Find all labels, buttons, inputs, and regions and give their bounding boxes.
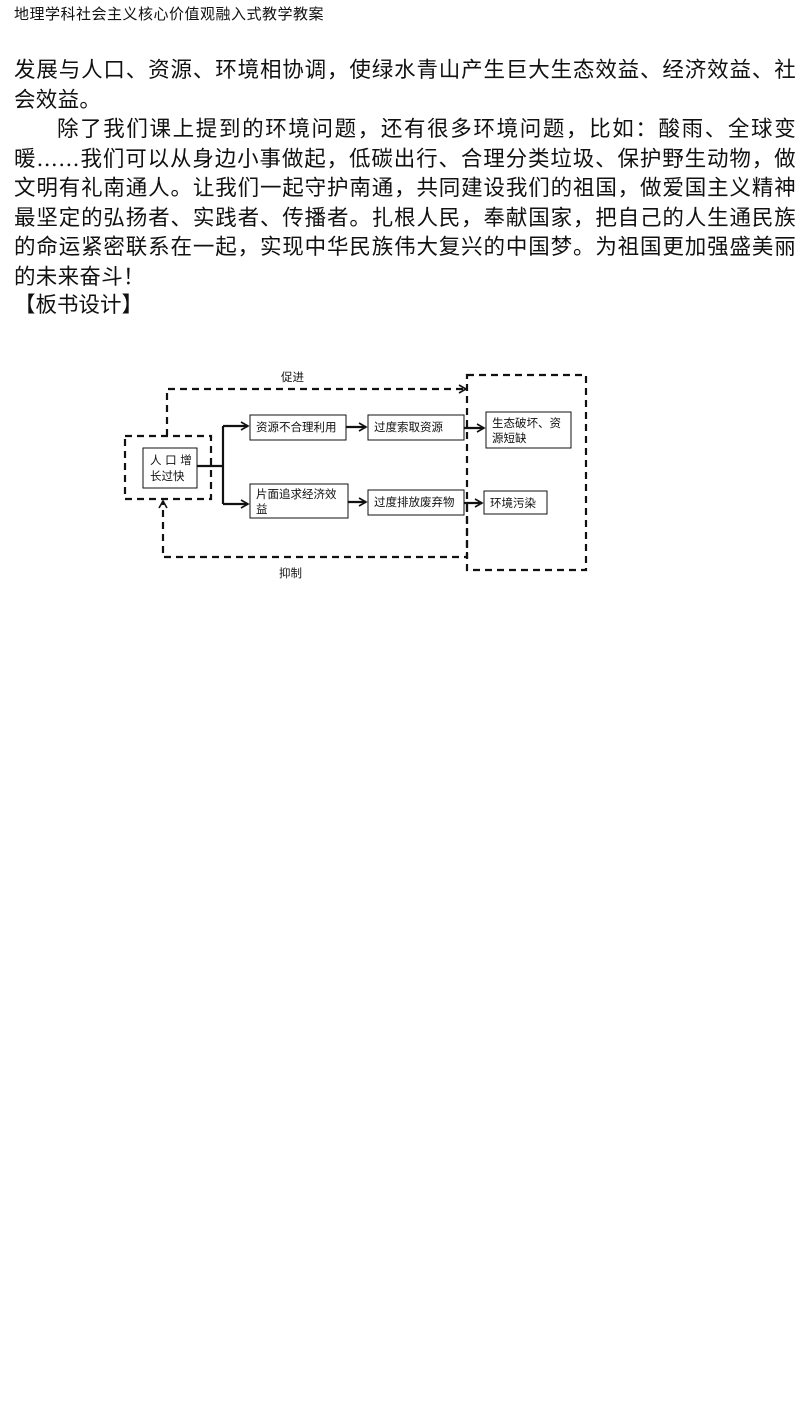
node-ecological-damage: 生态破坏、资 源短缺: [485, 411, 572, 449]
node-excessive-waste-discharge-label: 过度排放废弃物: [374, 495, 455, 509]
node-ecological-damage-line2: 源短缺: [492, 431, 527, 445]
results-dashed-frame: [465, 373, 588, 572]
start-dashed-frame: [123, 434, 213, 501]
node-irrational-resource-use: 资源不合理利用: [249, 414, 347, 441]
node-environmental-pollution: 环境污染: [483, 490, 548, 515]
node-excessive-extraction: 过度索取资源: [367, 414, 465, 441]
node-pursuing-economic-benefit-line2: 益: [256, 502, 268, 516]
section-heading-blackboard-design: 【板书设计】: [14, 293, 144, 318]
promote-label: 促进: [281, 370, 304, 384]
inhibit-label: 抑制: [279, 566, 302, 580]
node-excessive-waste-discharge: 过度排放废弃物: [367, 489, 465, 516]
node-excessive-extraction-label: 过度索取资源: [374, 420, 443, 434]
body-text: 发展与人口、资源、环境相协调，使绿水青山产生巨大生态效益、经济效益、社会效益。 …: [14, 56, 796, 292]
node-ecological-damage-line1: 生态破坏、资: [492, 416, 561, 430]
node-irrational-resource-use-label: 资源不合理利用: [256, 420, 337, 434]
paragraph-1: 发展与人口、资源、环境相协调，使绿水青山产生巨大生态效益、经济效益、社会效益。: [14, 58, 796, 113]
running-header: 地理学科社会主义核心价值观融入式教学教案: [14, 5, 325, 23]
node-population-growth: 人 口 增 长过快: [142, 447, 198, 489]
paragraph-2: 除了我们课上提到的环境问题，还有很多环境问题，比如：酸雨、全球变暖……我们可以从…: [14, 117, 796, 290]
node-environmental-pollution-label: 环境污染: [490, 496, 536, 510]
node-pursuing-economic-benefit-line1: 片面追求经济效: [256, 487, 337, 501]
branch-connectors: [197, 421, 250, 509]
node-population-growth-line1: 人 口 增: [150, 453, 192, 467]
promote-loop: 促进: [165, 370, 468, 436]
node-pursuing-economic-benefit: 片面追求经济效 益: [249, 483, 349, 519]
inhibit-loop: 抑制: [158, 499, 469, 580]
node-population-growth-line2: 长过快: [150, 469, 185, 483]
